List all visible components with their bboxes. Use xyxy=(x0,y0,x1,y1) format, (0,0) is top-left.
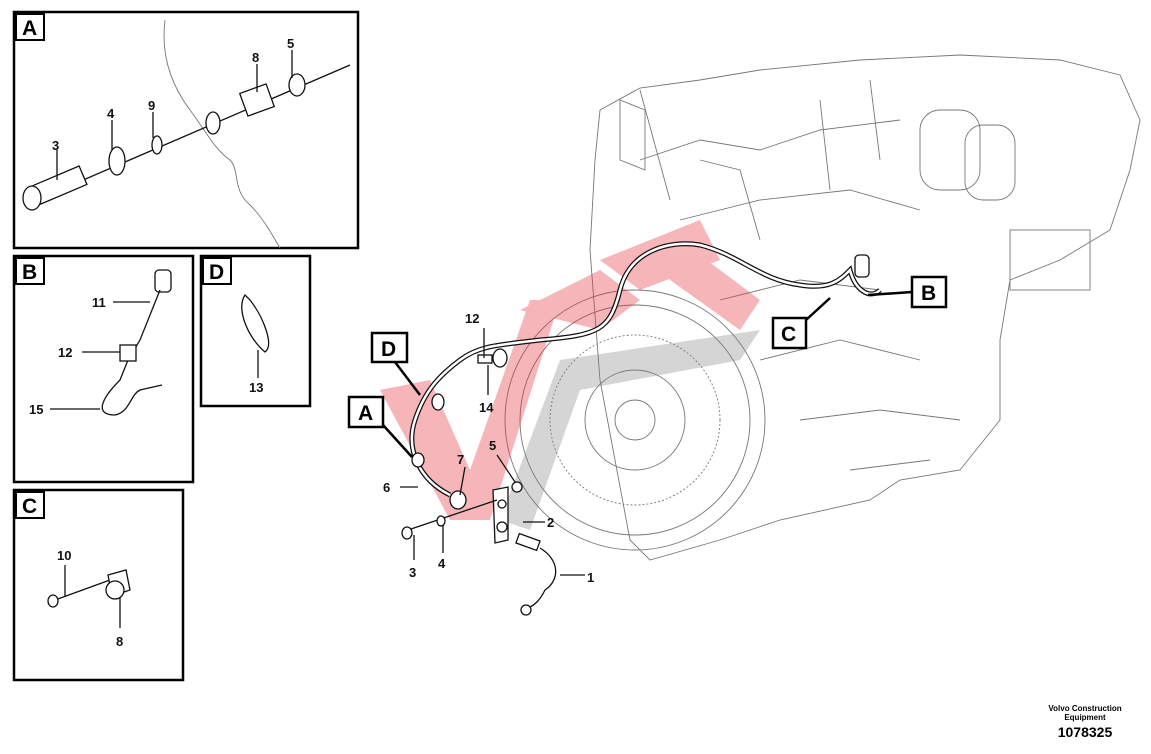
company-line-2: Equipment xyxy=(1064,713,1106,722)
company-name: Volvo Construction Equipment xyxy=(1030,704,1140,722)
callout-14: 14 xyxy=(479,400,494,415)
detail-panel-c: C 10 8 xyxy=(12,488,185,682)
callout-11: 11 xyxy=(92,295,106,310)
callout-5: 5 xyxy=(287,36,294,51)
callout-15: 15 xyxy=(29,402,43,417)
callout-2: 2 xyxy=(547,515,554,530)
callout-12: 12 xyxy=(465,311,479,326)
panel-b-label: B xyxy=(22,261,37,284)
view-label-c: C xyxy=(781,323,796,346)
callout-1: 1 xyxy=(587,570,594,585)
callout-7: 7 xyxy=(457,452,464,467)
sensor-harness: 12 14 5 7 6 2 3 4 1 xyxy=(382,241,913,616)
callout-13: 13 xyxy=(249,380,263,395)
watermark xyxy=(380,220,760,530)
view-labels: D A B C xyxy=(347,275,948,429)
panel-d-label: D xyxy=(209,261,224,284)
view-label-b: B xyxy=(921,282,936,305)
callout-3: 3 xyxy=(52,138,59,153)
detail-panel-b: B 11 12 15 xyxy=(12,254,195,484)
detail-panel-d: D 13 xyxy=(199,254,312,408)
callout-5: 5 xyxy=(489,438,496,453)
callout-9: 9 xyxy=(148,98,155,113)
callout-12: 12 xyxy=(58,345,72,360)
panel-c-label: C xyxy=(22,495,37,518)
view-label-d: D xyxy=(381,338,396,361)
engine-drawing xyxy=(504,54,1141,561)
panel-a-label: A xyxy=(22,17,37,40)
callout-4: 4 xyxy=(438,556,446,571)
company-line-1: Volvo Construction xyxy=(1048,704,1122,713)
detail-panel-a: A 3 4 9 8 5 xyxy=(12,10,360,250)
view-label-a: A xyxy=(358,402,373,425)
callout-3: 3 xyxy=(409,565,416,580)
callout-4: 4 xyxy=(107,106,115,121)
callout-8: 8 xyxy=(116,634,123,649)
callout-10: 10 xyxy=(57,548,71,563)
callout-8: 8 xyxy=(252,50,259,65)
callout-6: 6 xyxy=(383,480,390,495)
drawing-number: 1078325 xyxy=(1057,724,1113,740)
